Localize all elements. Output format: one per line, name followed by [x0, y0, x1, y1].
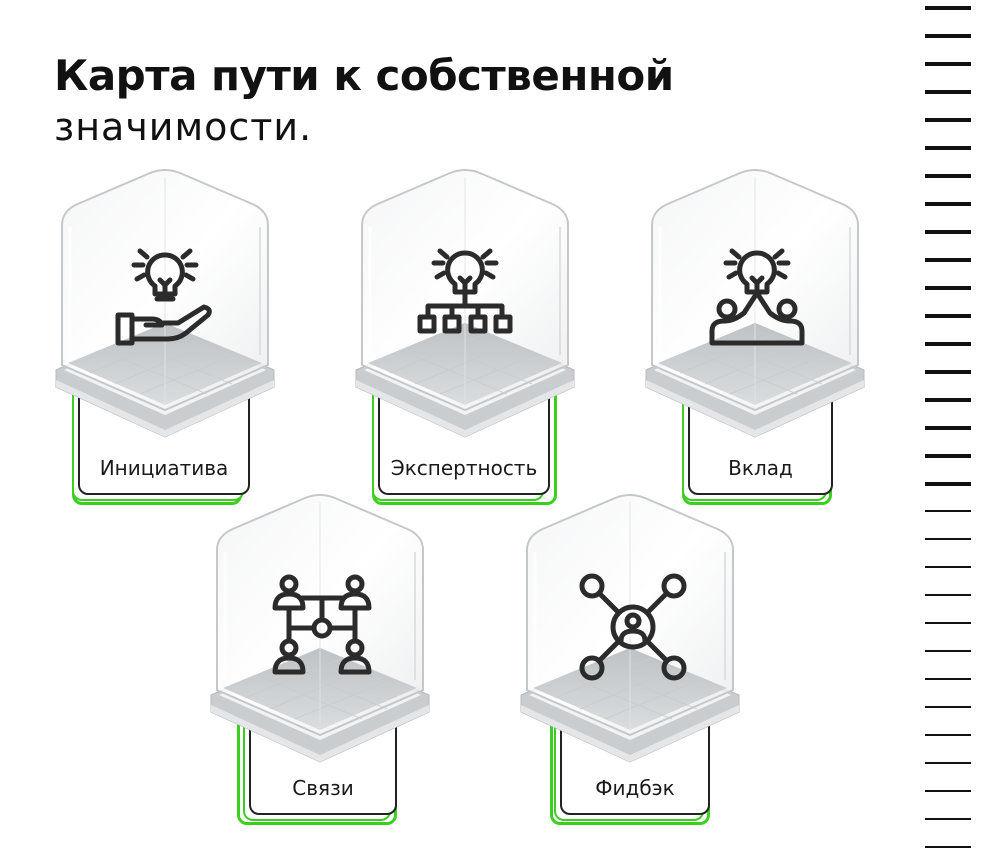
lightbulb-team-icon: [709, 248, 805, 346]
page-title: Карта пути к собственной: [54, 51, 674, 100]
card-expertise: Экспертность: [350, 165, 580, 510]
ruler-tick: [925, 706, 971, 708]
ruler-tick: [925, 6, 971, 10]
ruler-tick: [925, 370, 971, 374]
ruler-tick: [925, 34, 971, 38]
ruler-tick: [925, 622, 971, 624]
ruler-tick: [925, 454, 971, 458]
ruler-tick: [925, 342, 971, 346]
ruler-tick: [925, 230, 971, 234]
ruler-tick: [925, 202, 971, 206]
ruler-tick: [925, 650, 971, 652]
person-hub-icon: [579, 573, 687, 681]
ruler-tick: [925, 398, 971, 402]
ruler-tick: [925, 846, 971, 848]
card-contribution: Вклад: [640, 165, 870, 510]
people-network-icon: [272, 574, 372, 675]
card-connections: Связи: [205, 490, 435, 835]
ruler-tick: [925, 118, 971, 122]
ruler-tick: [925, 734, 971, 736]
ruler-tick: [925, 594, 971, 596]
ruler-tick: [925, 286, 971, 290]
ruler-tick: [925, 510, 971, 512]
ruler-tick: [925, 258, 971, 262]
lightbulb-hierarchy-icon: [417, 248, 513, 334]
ruler-tick: [925, 566, 971, 568]
card-initiative: Инициатива: [50, 165, 280, 510]
ruler-decoration: [925, 0, 975, 861]
ruler-tick: [925, 790, 971, 792]
ruler-tick: [925, 762, 971, 764]
ruler-tick: [925, 678, 971, 680]
lightbulb-hand-icon: [115, 248, 212, 346]
ruler-tick: [925, 174, 971, 178]
title-block: Карта пути к собственной значимости.: [54, 50, 674, 152]
ruler-tick: [925, 62, 971, 66]
ruler-tick: [925, 482, 971, 486]
ruler-tick: [925, 146, 971, 150]
ruler-tick: [925, 818, 971, 820]
ruler-tick: [925, 538, 971, 540]
page-subtitle: значимости.: [54, 105, 313, 149]
ruler-tick: [925, 314, 971, 318]
card-feedback: Фидбэк: [515, 490, 745, 835]
ruler-tick: [925, 90, 971, 94]
ruler-tick: [925, 426, 971, 430]
